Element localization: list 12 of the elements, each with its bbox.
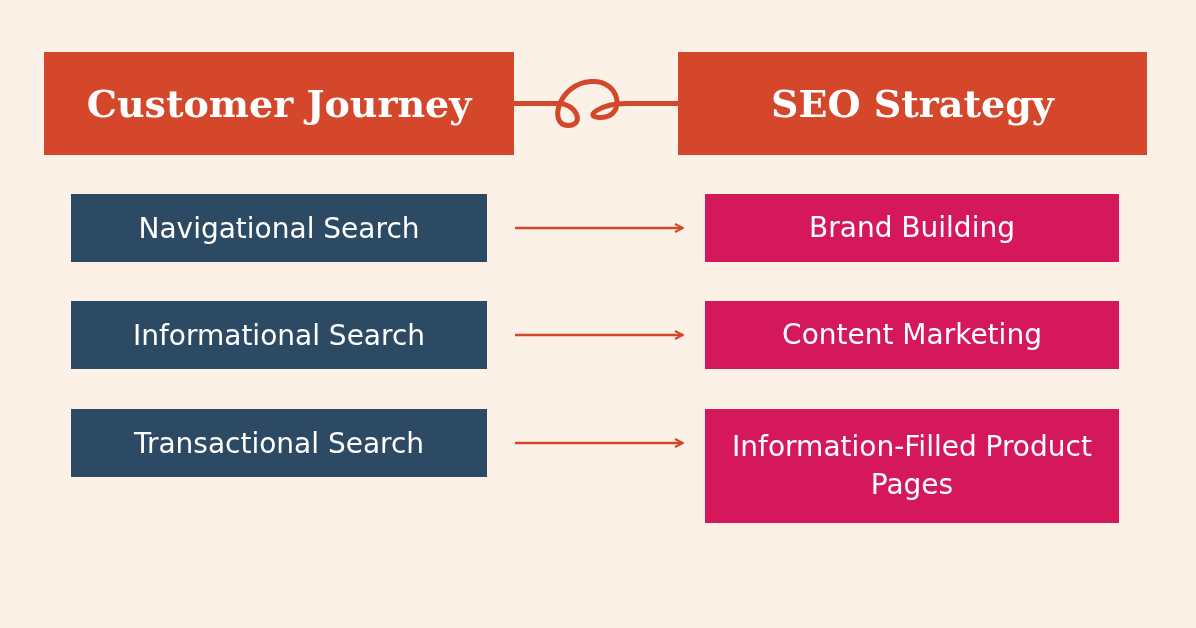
header-box: Customer Journey — [44, 52, 514, 155]
header-box: SEO Strategy — [678, 52, 1147, 155]
arrow — [515, 223, 684, 233]
search-type-box: Navigational Search — [71, 194, 487, 262]
knot-connector — [514, 79, 678, 128]
arrow — [515, 438, 684, 448]
arrow — [515, 330, 684, 340]
search-type-box: Transactional Search — [71, 409, 487, 477]
search-type-box: Informational Search — [71, 301, 487, 369]
strategy-box: Information-Filled Product Pages — [705, 409, 1119, 523]
strategy-box: Brand Building — [705, 194, 1119, 262]
strategy-box: Content Marketing — [705, 301, 1119, 369]
